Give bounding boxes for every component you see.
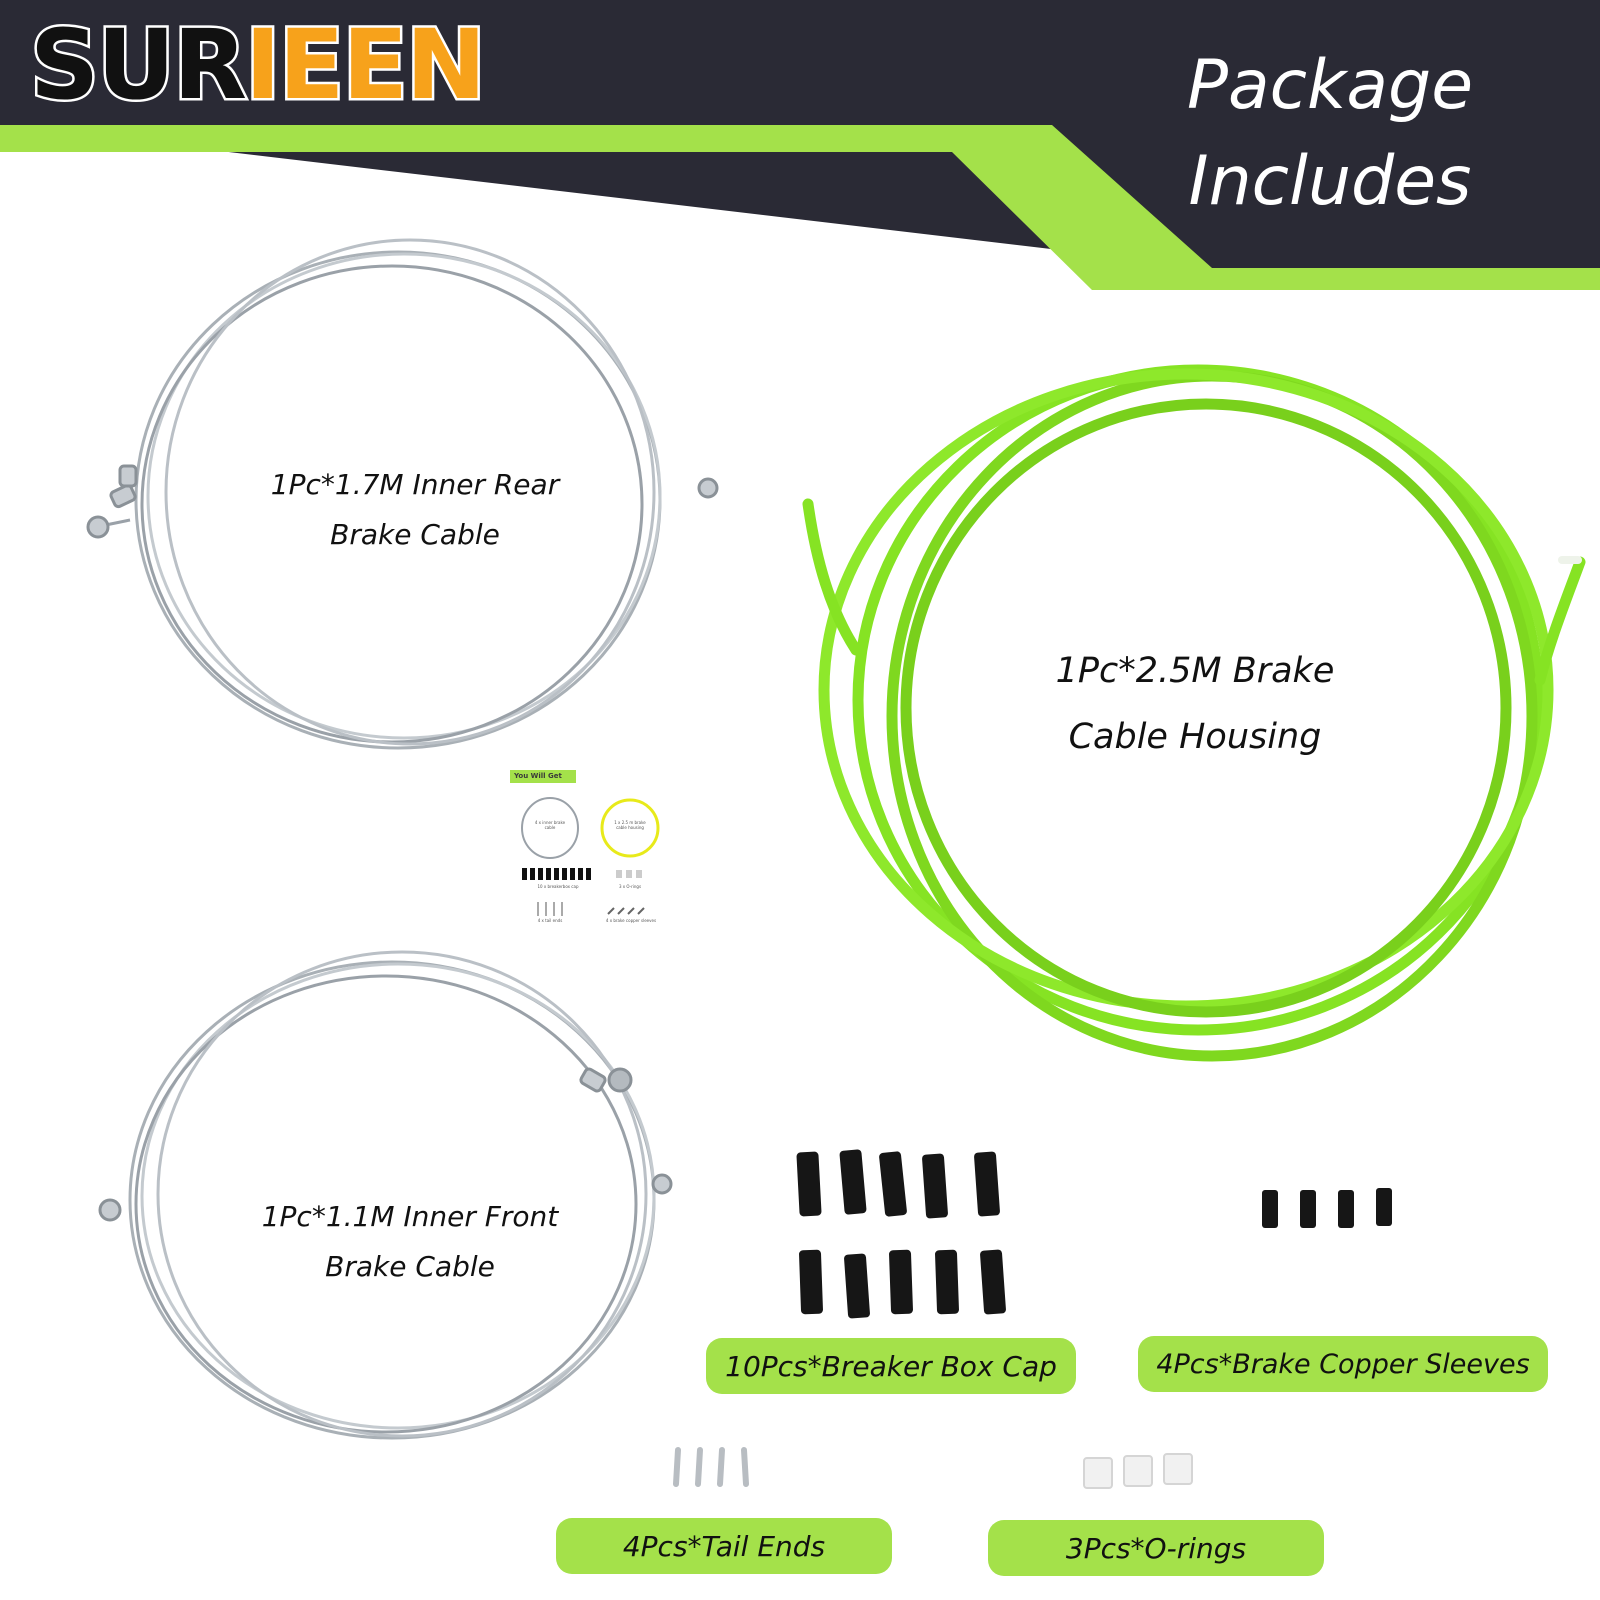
- thumbnail-text-1: 4 x inner brake cable: [534, 820, 566, 830]
- breaker-box-caps-image: [796, 1149, 1006, 1319]
- copper-sleeves-image: [1262, 1188, 1392, 1228]
- thumbnail-drawing: [521, 797, 660, 916]
- header-green-stripe: [0, 125, 1600, 290]
- page-title-line2: Includes: [1188, 142, 1472, 221]
- package-thumbnail: You Will Get 4 x inner brake cable 1 x 2…: [508, 768, 680, 926]
- tail-ends-label: 4Pcs*Tail Ends: [556, 1518, 892, 1574]
- front-brake-cable-image: [98, 950, 673, 1440]
- thumbnail-text-5: 4 x tail ends: [537, 918, 563, 923]
- rear-brake-cable-image: [86, 238, 719, 750]
- rear-cable-caption: 1Pc*1.7M Inner Rear Brake Cable: [230, 460, 600, 560]
- brand-logo-right: IEEN: [243, 9, 489, 121]
- page-title-line1: Package: [1186, 46, 1474, 125]
- copper-sleeves-label: 4Pcs*Brake Copper Sleeves: [1138, 1336, 1548, 1392]
- housing-caption-line1: 1Pc*2.5M Brake: [1055, 651, 1335, 691]
- rear-cable-caption-line1: 1Pc*1.7M Inner Rear: [270, 468, 560, 501]
- page-title: Package Includes: [1120, 38, 1540, 230]
- cable-housing-image: [802, 364, 1586, 1062]
- front-cable-caption: 1Pc*1.1M Inner Front Brake Cable: [220, 1192, 600, 1292]
- thumbnail-text-4: 3 x O-rings: [618, 884, 642, 889]
- rear-cable-caption-line2: Brake Cable: [330, 518, 500, 551]
- header-background: [0, 0, 1600, 290]
- o-rings-image: [1083, 1453, 1193, 1489]
- thumbnail-text-2: 1 x 2.5 m brake cable housing: [614, 820, 646, 830]
- housing-caption: 1Pc*2.5M Brake Cable Housing: [1010, 638, 1380, 770]
- thumbnail-text-3: 10 x breakerbox cap: [537, 884, 579, 889]
- front-cable-caption-line2: Brake Cable: [325, 1250, 495, 1283]
- box-cap-label: 10Pcs*Breaker Box Cap: [706, 1338, 1076, 1394]
- housing-caption-line2: Cable Housing: [1068, 717, 1322, 757]
- brand-logo-left: SUR: [27, 9, 249, 121]
- thumbnail-tag: You Will Get: [510, 770, 576, 783]
- tail-ends-image: [673, 1447, 749, 1487]
- o-rings-label: 3Pcs*O-rings: [988, 1520, 1324, 1576]
- front-cable-caption-line1: 1Pc*1.1M Inner Front: [261, 1200, 559, 1233]
- cable-nipple-icon: [86, 515, 110, 539]
- thumbnail-text-6: 4 x brake copper sleeves: [605, 918, 657, 923]
